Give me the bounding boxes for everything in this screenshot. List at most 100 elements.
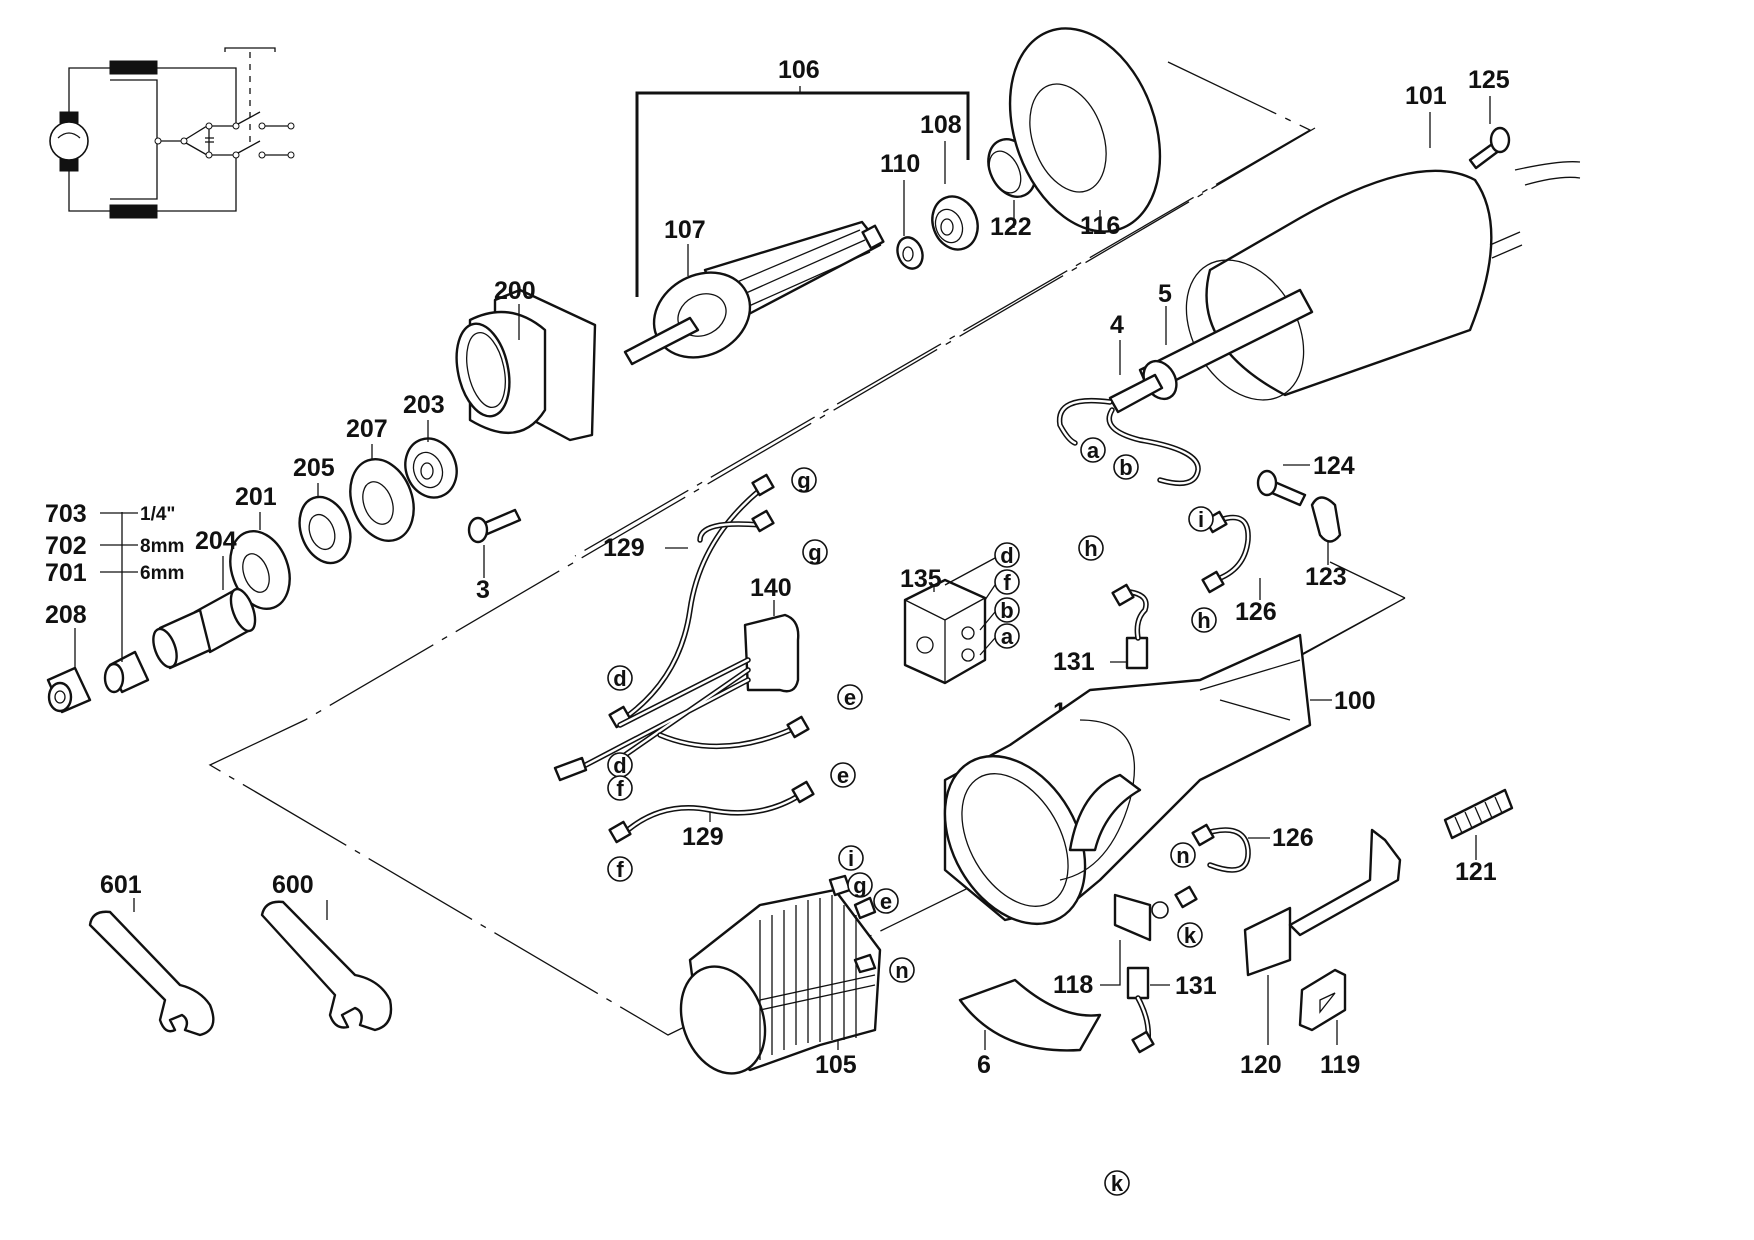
connector-e-lower: e [830,762,856,788]
assembly-outline [208,61,1316,1036]
collet-size-701: 6mm [140,563,184,584]
svg-text:n: n [1176,843,1189,868]
label-129-top: 129 [603,534,645,562]
connector-d-upper: d [607,665,633,691]
svg-text:h: h [1084,536,1097,561]
label-131-bottom: 131 [1175,972,1217,1000]
bearing-203 [404,437,458,499]
svg-text:n: n [895,958,908,983]
label-120: 120 [1240,1051,1282,1079]
connector-f-switch: f [994,569,1020,595]
spring [1443,788,1514,840]
field-coil-top-icon [109,60,158,75]
switch-rod [1243,828,1402,977]
svg-text:f: f [616,776,624,801]
label-702: 702 [45,532,87,560]
label-126-bottom: 126 [1272,824,1314,852]
rubber-ring [1008,27,1162,233]
label-6: 6 [977,1051,991,1079]
connector-g-upper: g [791,467,817,493]
label-106: 106 [778,56,820,84]
svg-text:e: e [880,889,892,914]
wrench-600 [260,900,393,1032]
label-203: 203 [403,391,445,419]
label-3: 3 [476,576,490,604]
connector-a-cable: a [1080,437,1106,463]
label-118-bottom: 118 [1053,971,1093,999]
svg-text:i: i [848,846,854,871]
armature-assembly-bracket [635,91,970,297]
connector-f-middle: f [607,775,633,801]
screw [1468,126,1511,170]
connector-e-middle: e [837,684,863,710]
label-125: 125 [1468,66,1510,94]
carbon-brush-lower [1126,966,1155,1054]
svg-text:b: b [1000,598,1013,623]
ball-bearing [931,195,979,251]
connector-i-wire: i [1188,506,1214,532]
label-701: 701 [45,559,87,587]
ring-205 [298,495,352,565]
connector-k-holder: k [1177,922,1203,948]
motor-housing-rear [1185,161,1581,401]
svg-text:e: e [837,763,849,788]
bearing-flange [455,288,597,442]
carbon-brush-upper [1111,583,1149,670]
connector-labels: a b g g d d e f e f d f b a h h i n k k … [607,437,1217,1196]
svg-text:d: d [613,753,626,778]
clip-123 [1310,496,1342,543]
ring-207 [349,458,415,542]
collet-size-702: 8mm [140,536,184,557]
label-101: 101 [1405,82,1447,110]
label-200: 200 [494,277,536,305]
label-205: 205 [293,454,335,482]
power-cable-sleeve [1108,288,1314,414]
wrench-601 [88,910,215,1037]
motor-housing-front [943,633,1312,926]
connector-d-switch: d [994,542,1020,568]
label-207: 207 [346,415,388,443]
svg-text:g: g [853,873,866,898]
label-108: 108 [920,111,962,139]
connector-f-lower: f [607,856,633,882]
svg-text:k: k [1184,923,1197,948]
connector-a-switch: a [994,623,1020,649]
label-601: 601 [100,871,142,899]
connector-b-switch: b [994,597,1020,623]
cover-6 [958,978,1102,1052]
label-122: 122 [990,213,1032,241]
collet-nut [46,666,92,714]
label-105: 105 [815,1051,857,1079]
svg-text:f: f [1003,570,1011,595]
label-116: 116 [1080,212,1120,240]
label-5: 5 [1158,280,1172,308]
connector-i-stator: i [838,845,864,871]
switch-135 [903,578,987,685]
label-208: 208 [45,601,87,629]
label-703: 703 [45,500,87,528]
svg-text:i: i [1198,507,1204,532]
label-140: 140 [750,574,792,602]
label-119: 119 [1320,1051,1360,1079]
wire-129-upper [608,473,775,729]
svg-text:f: f [616,857,624,882]
svg-text:k: k [1111,1171,1124,1196]
connector-h-brush: h [1078,535,1104,561]
svg-text:g: g [808,540,821,565]
power-cable-wires [1056,397,1201,487]
label-123: 123 [1305,563,1347,591]
label-135: 135 [900,565,942,593]
connector-b-cable: b [1113,454,1139,480]
capacitor-140 [553,509,810,782]
spindle-adapter [152,587,257,670]
svg-text:b: b [1119,455,1132,480]
connector-n-stator: n [889,957,915,983]
svg-text:d: d [613,666,626,691]
label-121: 121 [1455,858,1497,886]
slide-knob [1298,968,1347,1032]
collet [103,650,150,694]
label-204: 204 [195,527,237,555]
flange-screw [467,508,522,544]
wire-126-lower [1174,823,1251,909]
connector-n-wire: n [1170,842,1196,868]
